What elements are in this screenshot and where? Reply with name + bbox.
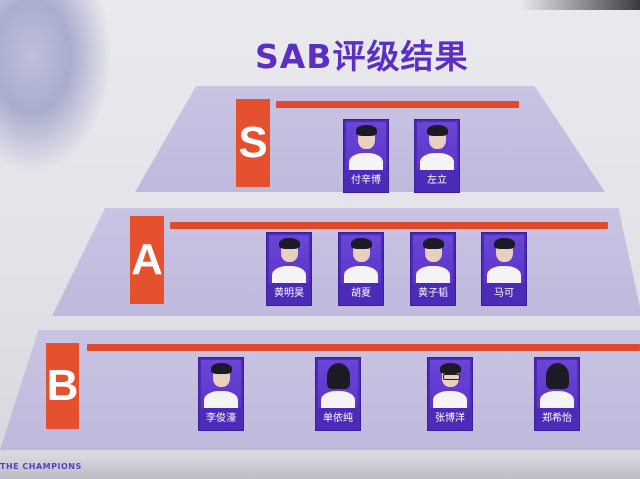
tier-divider-b	[87, 344, 640, 351]
member-card: 左立	[414, 119, 460, 193]
member-photo	[269, 235, 309, 283]
member-card: 胡夏	[338, 232, 384, 306]
member-name: 郑希怡	[542, 413, 572, 424]
member-name: 左立	[427, 175, 447, 186]
member-photo	[201, 360, 241, 408]
member-photo	[537, 360, 577, 408]
member-photo	[430, 360, 470, 408]
member-card: 黄子韬	[410, 232, 456, 306]
member-name: 黄子韬	[418, 288, 448, 299]
bottom-bezel	[0, 456, 640, 479]
member-photo	[341, 235, 381, 283]
member-name: 张博洋	[435, 413, 465, 424]
member-name: 黄明昊	[274, 288, 304, 299]
member-card: 黄明昊	[266, 232, 312, 306]
member-name: 李俊濠	[206, 413, 236, 424]
screen-edge-shadow	[520, 0, 640, 10]
grade-badge-b: B	[46, 343, 79, 429]
member-card: 付辛博	[343, 119, 389, 193]
member-card: 李俊濠	[198, 357, 244, 431]
member-photo	[417, 122, 457, 170]
grade-badge-a: A	[130, 216, 164, 304]
member-card: 郑希怡	[534, 357, 580, 431]
member-name: 单依纯	[323, 413, 353, 424]
member-photo	[318, 360, 358, 408]
member-card: 张博洋	[427, 357, 473, 431]
member-photo	[484, 235, 524, 283]
member-name: 马可	[494, 288, 514, 299]
member-card: 马可	[481, 232, 527, 306]
member-photo	[413, 235, 453, 283]
tier-divider-s	[276, 101, 519, 108]
member-photo	[346, 122, 386, 170]
member-card: 单依纯	[315, 357, 361, 431]
member-name: 付辛博	[351, 175, 381, 186]
member-name: 胡夏	[351, 288, 371, 299]
page-title: SAB评级结果	[255, 37, 469, 76]
footer-caption: THE CHAMPIONS	[0, 462, 82, 471]
grade-badge-s: S	[236, 99, 270, 187]
decorative-splash	[0, 0, 110, 170]
tier-divider-a	[170, 222, 608, 229]
